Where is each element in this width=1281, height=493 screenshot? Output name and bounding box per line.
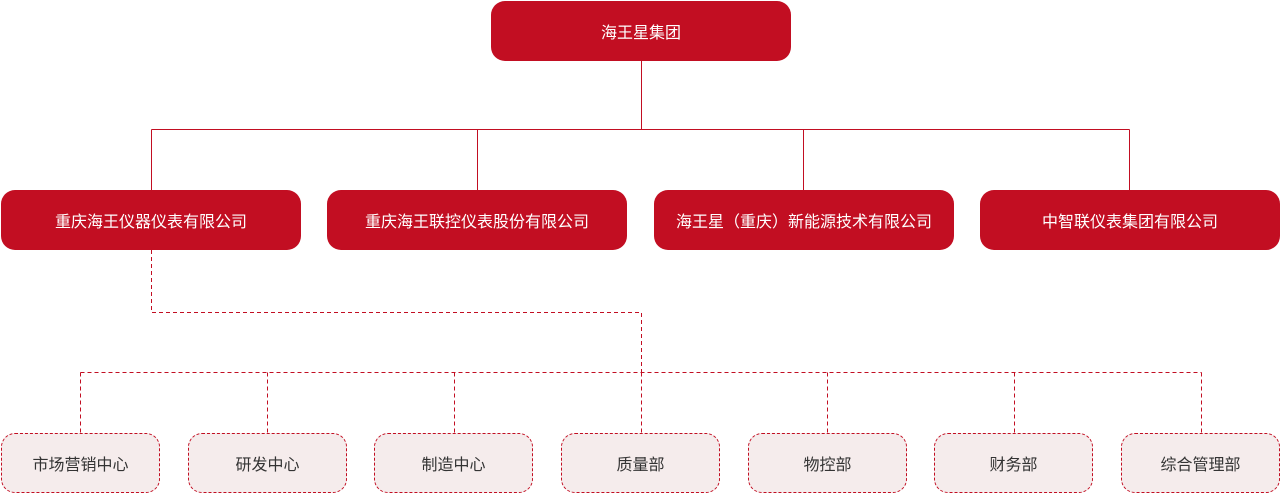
department-node: 制造中心: [374, 433, 533, 493]
department-label: 物控部: [803, 455, 852, 474]
department-node: 研发中心: [188, 433, 347, 493]
department-node: 市场营销中心: [1, 433, 160, 493]
root-label: 海王星集团: [600, 23, 681, 42]
department-label: 制造中心: [421, 455, 486, 474]
dashed-connectors: [80, 250, 1202, 433]
department-node: 综合管理部: [1121, 433, 1280, 493]
department-label: 财务部: [989, 455, 1038, 474]
department-label: 综合管理部: [1160, 455, 1241, 474]
subsidiary-label: 重庆海王联控仪表股份有限公司: [364, 212, 589, 231]
subsidiary-node: 中智联仪表集团有限公司: [980, 190, 1280, 250]
root-node: 海王星集团: [491, 1, 791, 61]
subsidiary-node: 重庆海王仪器仪表有限公司: [1, 190, 301, 250]
subsidiary-label: 海王星（重庆）新能源技术有限公司: [675, 212, 932, 231]
subsidiary-node: 海王星（重庆）新能源技术有限公司: [654, 190, 954, 250]
department-label: 质量部: [616, 455, 665, 474]
department-label: 市场营销中心: [32, 455, 129, 474]
subsidiary-label: 重庆海王仪器仪表有限公司: [54, 212, 247, 231]
department-node: 质量部: [561, 433, 720, 493]
subsidiary-node: 重庆海王联控仪表股份有限公司: [327, 190, 627, 250]
department-label: 研发中心: [235, 455, 300, 474]
department-node: 物控部: [748, 433, 907, 493]
solid-connectors: [151, 60, 1130, 190]
department-node: 财务部: [934, 433, 1093, 493]
subsidiary-label: 中智联仪表集团有限公司: [1041, 212, 1218, 231]
